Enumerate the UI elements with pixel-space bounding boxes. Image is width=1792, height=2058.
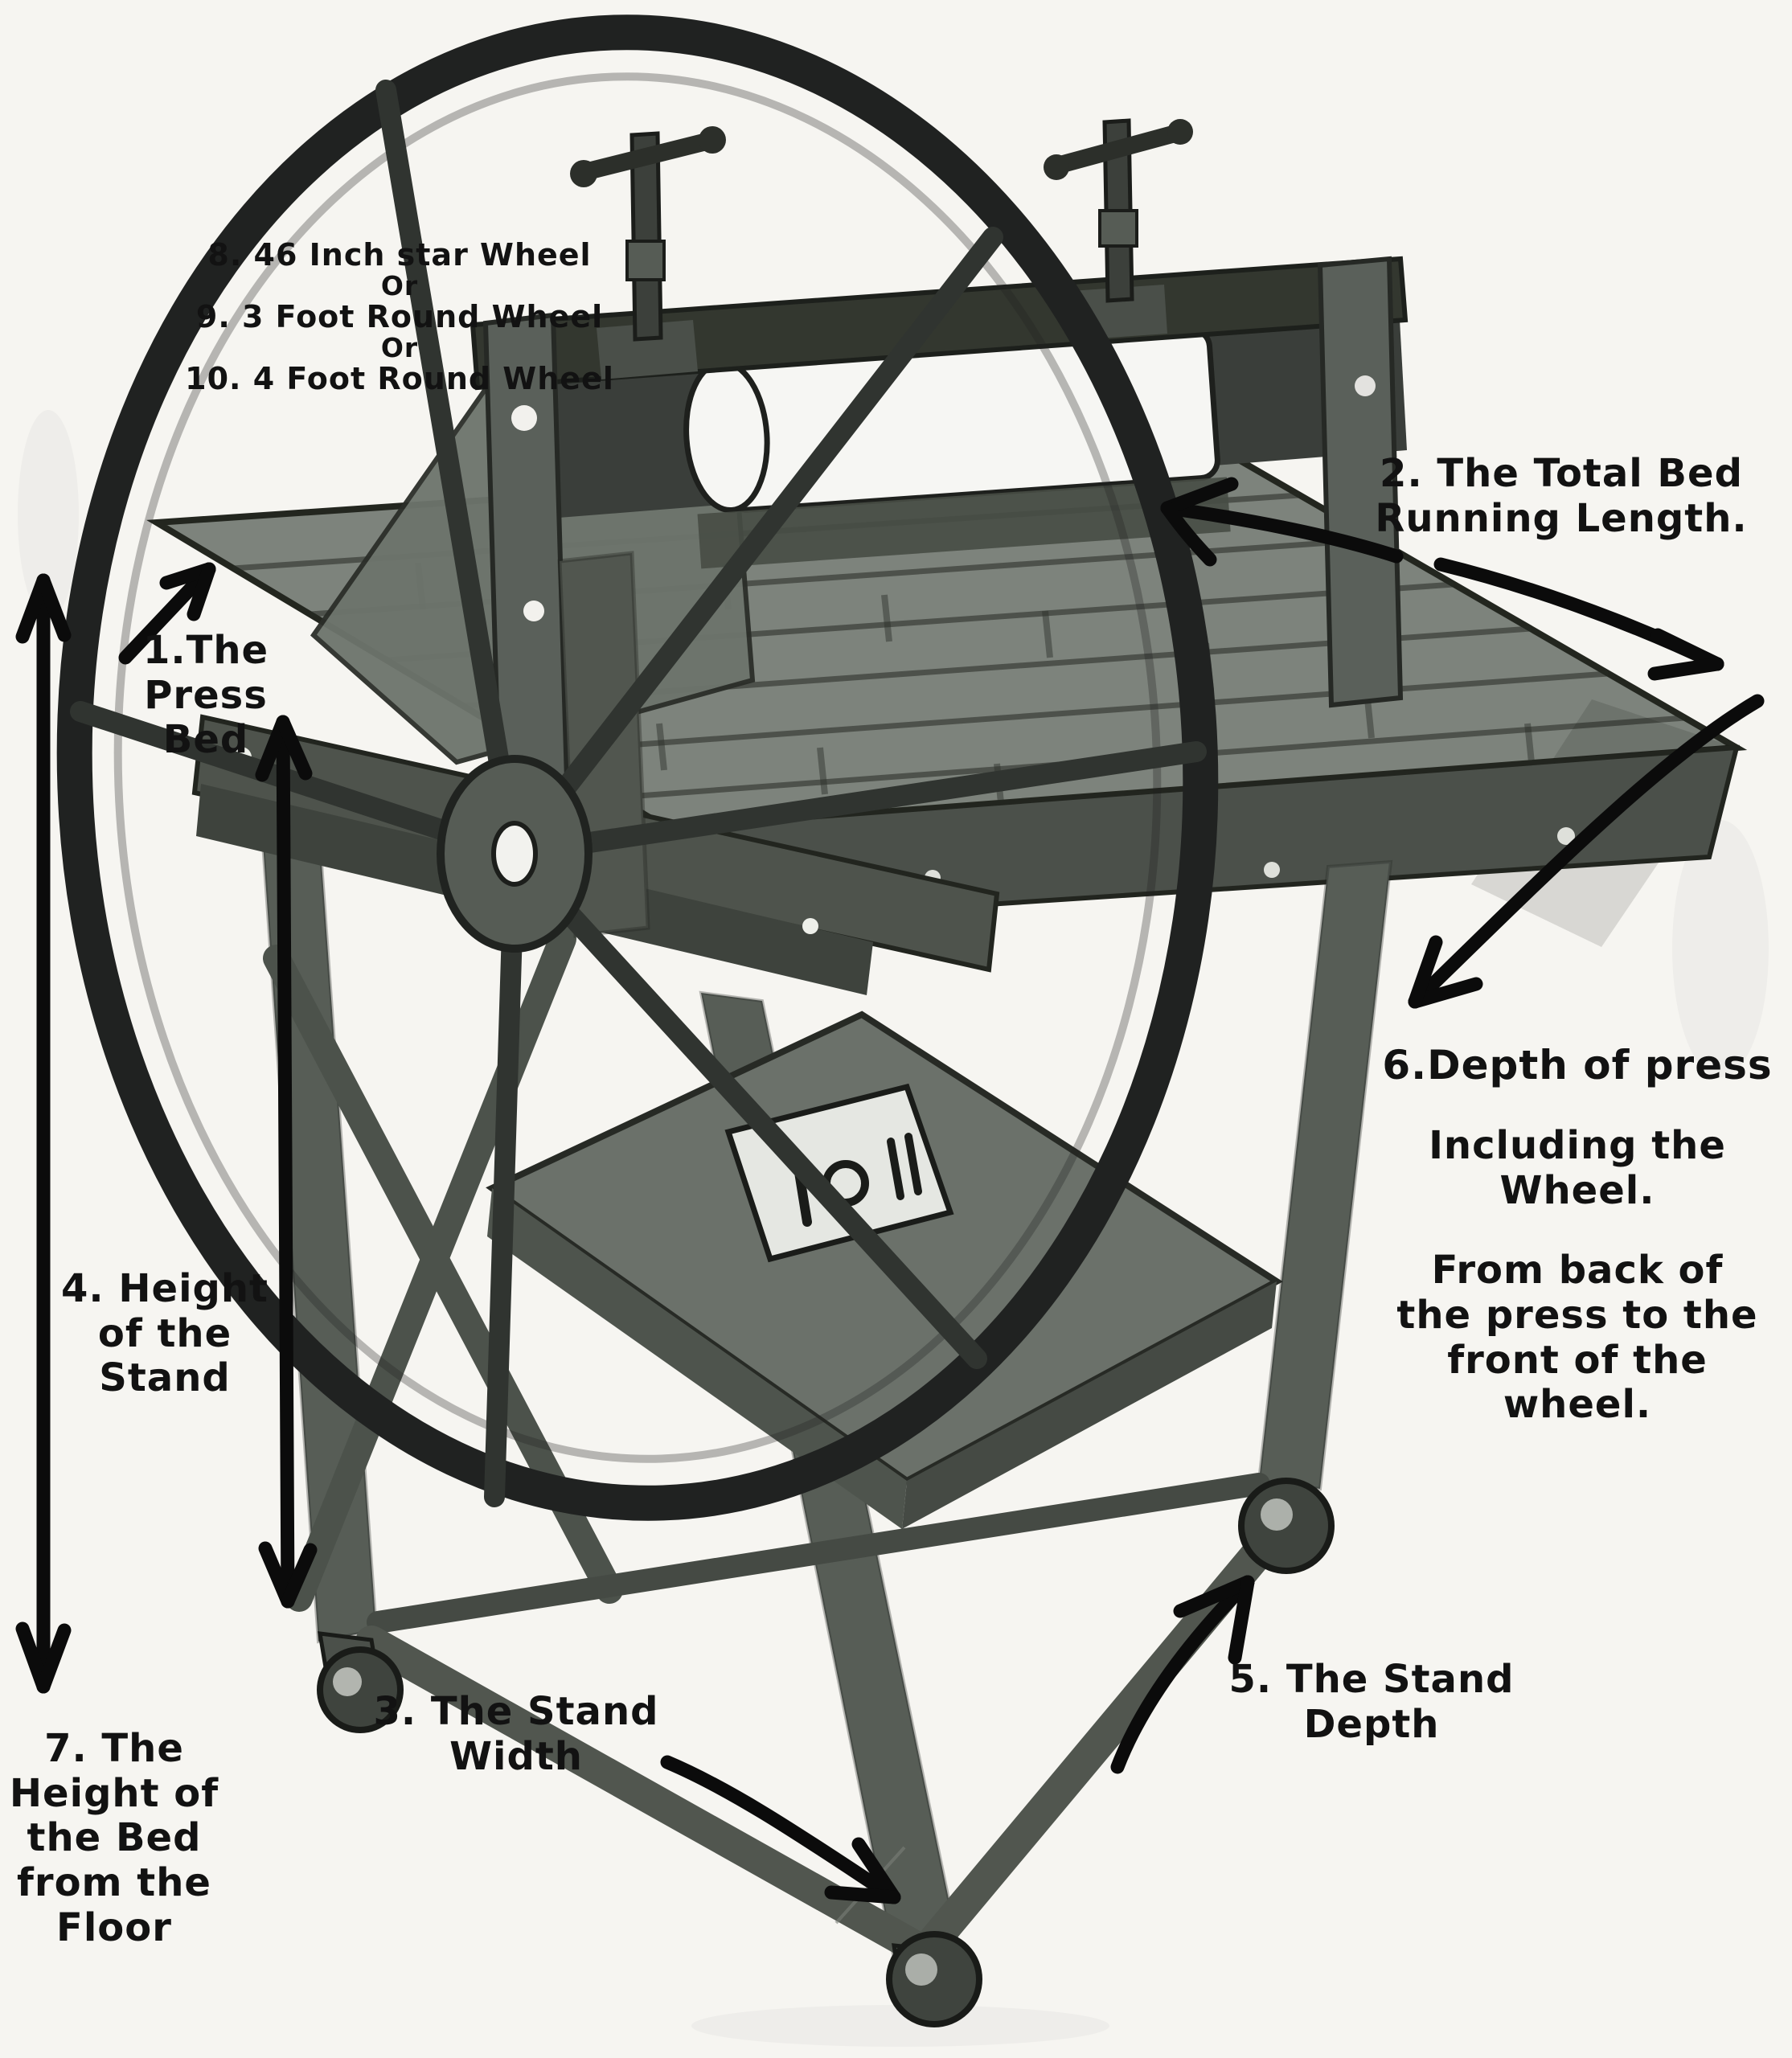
label-line: Depth: [1303, 1701, 1440, 1747]
label-line: 5. The Stand: [1228, 1657, 1515, 1702]
label-group-extent: From back of the press to the front of t…: [1382, 1248, 1772, 1428]
label-stand-depth: 5. The Stand Depth: [1228, 1657, 1515, 1747]
label-line: Wheel.: [1499, 1167, 1655, 1213]
caster-front: [886, 1931, 982, 2027]
label-line: 6.Depth of press: [1382, 1042, 1773, 1088]
label-bed-height-from-floor: 7. The Height of the Bed from the Floor: [9, 1726, 219, 1950]
label-line: front of the: [1447, 1337, 1708, 1383]
label-stand-height: 4. Height of the Stand: [61, 1266, 269, 1401]
label-line: Running Length.: [1375, 495, 1748, 541]
label-line: from the: [17, 1860, 211, 1906]
label-line: 8. 46 Inch star Wheel: [207, 237, 592, 273]
label-line: 4. Height: [61, 1266, 269, 1311]
label-line: Width: [449, 1733, 583, 1779]
arrow-press-bed: [118, 562, 216, 665]
label-stand-width: 3. The Stand Width: [373, 1689, 659, 1779]
pressure-screw-right: [1044, 118, 1193, 303]
label-line: the press to the: [1396, 1293, 1758, 1339]
label-line: wheel.: [1503, 1382, 1652, 1428]
flywheel-spokes: [70, 80, 1207, 1507]
caster-left: [317, 1631, 404, 1733]
label-line: Or: [380, 331, 419, 363]
pressure-screw-left: [570, 126, 726, 342]
label-line: Stand: [99, 1355, 231, 1401]
arrow-stand-height: [255, 715, 318, 1609]
caster-right: [1238, 1478, 1335, 1574]
label-line: Press: [144, 672, 268, 718]
arrow-stand-width: [660, 1755, 901, 1904]
label-line: the Bed: [27, 1815, 202, 1861]
flywheel-hub: [437, 755, 593, 953]
label-line: Or: [380, 269, 419, 301]
label-line: Including the: [1429, 1123, 1726, 1168]
label-press-bed: 1.The Press Bed: [142, 628, 269, 763]
label-line: 1.The: [142, 628, 269, 673]
arrow-bed-length-left: [1160, 477, 1404, 567]
label-wheel-options: 8. 46 Inch star Wheel Or 9. 3 Foot Round…: [185, 238, 614, 396]
arrow-bed-height: [15, 573, 72, 1694]
arrow-press-depth: [1408, 694, 1765, 1009]
label-line: 2. The Total Bed: [1380, 451, 1743, 496]
right-side-post: [1317, 256, 1404, 708]
scan-smudges: [18, 410, 1769, 2047]
label-line: 10. 4 Foot Round Wheel: [185, 361, 614, 397]
label-line: Height of: [9, 1770, 219, 1816]
label-line: 9. 3 Foot Round Wheel: [195, 299, 604, 335]
label-line: Floor: [56, 1904, 172, 1950]
label-line: 3. The Stand: [373, 1689, 659, 1734]
label-line: From back of: [1431, 1248, 1724, 1293]
arrow-stand-depth: [1110, 1575, 1255, 1774]
flywheel: [56, 14, 1219, 1521]
label-line: of the: [97, 1310, 232, 1356]
arrow-bed-length-right: [1433, 557, 1724, 681]
label-line: Bed: [162, 717, 249, 763]
label-press-depth: 6.Depth of press Including the Wheel. Fr…: [1382, 1042, 1772, 1428]
label-total-bed-running-length: 2. The Total Bed Running Length.: [1375, 451, 1748, 541]
label-line: 7. The: [44, 1726, 184, 1771]
annotation-arrows: [15, 477, 1765, 1904]
label-group-including: Including the Wheel.: [1382, 1123, 1772, 1213]
